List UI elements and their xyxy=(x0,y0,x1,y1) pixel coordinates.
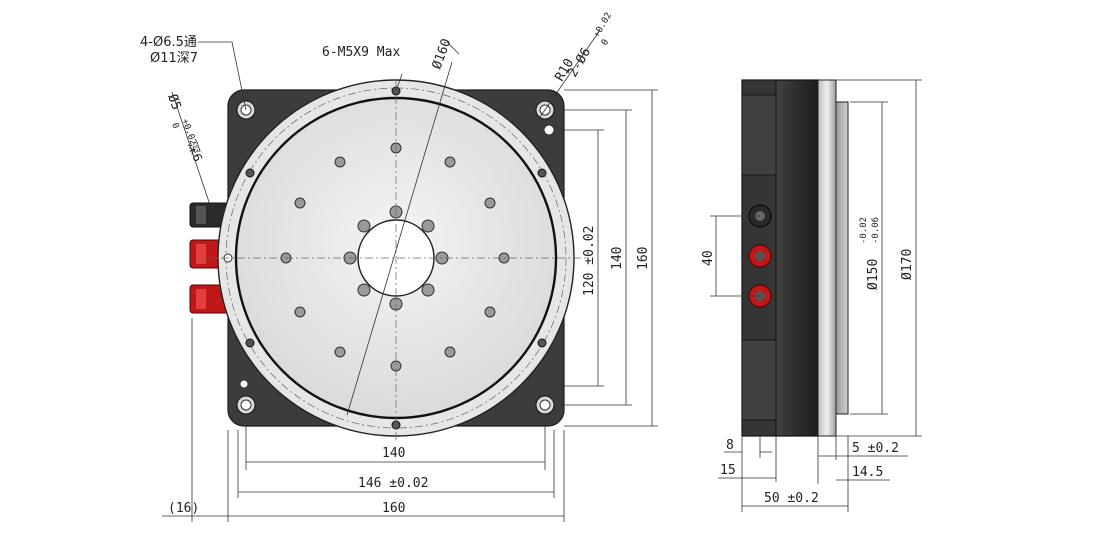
dim-right-120: 120 ±0.02 xyxy=(582,226,597,296)
dim-150: Ø150 xyxy=(866,259,881,290)
dim-right-160: 160 xyxy=(636,247,651,270)
dim-150-tol-upper: -0.02 xyxy=(859,217,869,244)
callout-pin-left-depth: 深6 xyxy=(185,140,205,163)
dim-50: 50 ±0.2 xyxy=(764,491,819,506)
dim-bottom-140: 140 xyxy=(382,446,405,461)
dim-15: 15 xyxy=(720,463,736,478)
callout-pin-left-tol-lower: 0 xyxy=(169,122,180,131)
dim-40: 40 xyxy=(701,250,716,266)
dim-170: Ø170 xyxy=(900,249,915,280)
dim-bottom-16: (16) xyxy=(168,501,199,516)
side-view: 40 Ø150 -0.02 -0.06 Ø170 8 15 5 ±0.2 xyxy=(701,79,922,512)
callout-holes: 4-Ø6.5通 xyxy=(140,35,197,50)
side-face xyxy=(835,101,849,415)
side-ring xyxy=(817,79,837,437)
corner-holes xyxy=(236,100,555,415)
side-connectors xyxy=(748,204,772,308)
dim-5: 5 ±0.2 xyxy=(852,441,899,456)
front-view: 4-Ø6.5通 Ø11深7 6-M5X9 Max Ø160 R10 2-Ø6 +… xyxy=(140,11,658,522)
callout-pins-tol-upper: +0.02 xyxy=(592,11,614,39)
dim-14-5: 14.5 xyxy=(852,465,883,480)
plate-holes xyxy=(280,142,510,372)
callout-counterbore: Ø11深7 xyxy=(150,51,198,66)
right-dimensions: 120 ±0.02 140 160 xyxy=(560,89,658,427)
ring-holes xyxy=(245,86,547,430)
callout-pins-tol-lower: 0 xyxy=(600,38,611,48)
dim-bottom-146: 146 ±0.02 xyxy=(358,476,428,491)
dim-bottom-160: 160 xyxy=(382,501,405,516)
bottom-dimensions: 140 146 ±0.02 160 (16) xyxy=(162,318,565,522)
callout-threads: 6-M5X9 Max xyxy=(322,45,400,60)
dim-150-tol-lower: -0.06 xyxy=(871,217,881,244)
dim-right-140: 140 xyxy=(610,247,625,270)
dim-8: 8 xyxy=(726,438,734,453)
callout-pin-left: Ø5 xyxy=(164,92,183,112)
side-bottom-dimensions: 8 15 5 ±0.2 14.5 50 ±0.2 xyxy=(718,436,908,512)
